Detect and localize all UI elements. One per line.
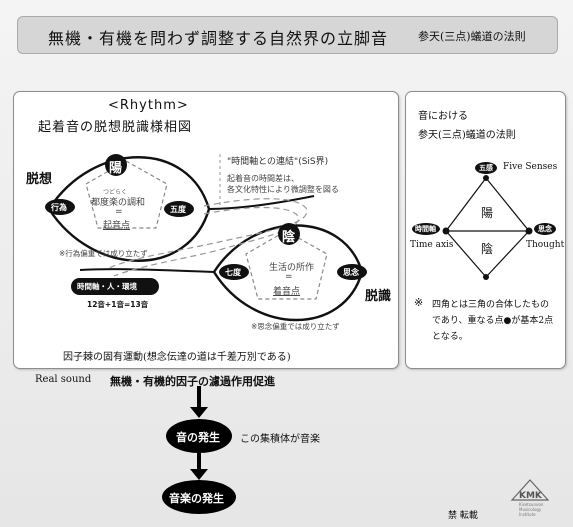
diamond-shape [445, 177, 530, 278]
kmk-logo-shape [510, 479, 550, 501]
real-sound-label: Real sound [35, 374, 92, 385]
upper-center-harmony: 都度楽の調和 [91, 198, 146, 208]
kmk-logo-sub-1: Kisetsunoon [519, 502, 544, 507]
rhythm-diagram-panel: <Rhythm> 起着音の脱想脱識様相図 脱想 脱識 陽 陰 行為 五度 七度 … [13, 91, 399, 369]
lower-center-life: 生活の所作 [269, 263, 315, 273]
yang-badge-circle [105, 154, 127, 176]
law-heading-1: 音における [418, 111, 468, 122]
five-senses-label: Five Senses [503, 162, 558, 172]
shinen-label: 思念 [343, 268, 359, 277]
time-link-label: "時間軸との連結"(SiS界) [227, 157, 329, 167]
goto-label: 五度 [170, 205, 186, 214]
node1-label: 音の発生 [176, 431, 220, 444]
node1-ellipse [166, 419, 232, 453]
diamond-yang: 陽 [481, 206, 494, 220]
goto-ellipse [164, 201, 194, 217]
left-badge-shape [412, 223, 440, 235]
axis-pill-label: 時間軸・人・環境 [77, 282, 137, 291]
node2-ellipse [162, 480, 236, 514]
upper-stem-line [208, 195, 315, 210]
yin-badge-text: 陰 [282, 230, 296, 245]
top-badge-text: 五感 [479, 164, 493, 172]
flow-arrow-2-head [190, 469, 208, 480]
connector-band-upper [108, 198, 308, 269]
kmk-logo-sub-3: Institute [519, 512, 536, 517]
left-vertex-dot [442, 227, 450, 235]
page-subtitle: 参天(三点)蟻道の法則 [418, 30, 526, 43]
upper-center-kion: 起音点 [103, 221, 131, 231]
nanado-label: 七度 [225, 268, 241, 277]
lower-center-eq: = [285, 272, 293, 282]
right-badge-shape [534, 223, 556, 235]
law-panel: 音における 参天(三点)蟻道の法則 五感 Five Senses 時間軸 Tim… [405, 91, 566, 369]
upper-ruby: つどらく [103, 189, 128, 196]
lower-center-chakuon: 着音点 [273, 287, 301, 297]
law-heading-2: 参天(三点)蟻道の法則 [418, 130, 516, 141]
flow-arrow-1-head [190, 407, 208, 418]
kmk-logo-sub-2: Musicology [519, 507, 542, 512]
upper-pentagon [85, 160, 168, 229]
flow-canvas [162, 386, 550, 514]
kmk-logo-text: KMK [519, 491, 542, 501]
yang-badge-text: 陽 [109, 161, 123, 176]
gyoui-label: 行為 [51, 203, 67, 212]
top-badge-shape [475, 162, 497, 174]
dassou-label: 脱想 [26, 172, 53, 187]
upper-center-eq: = [115, 207, 123, 217]
node2-label: 音楽の発生 [169, 492, 224, 505]
left-badge-text: 時間軸 [415, 225, 436, 233]
note-line-1: 四角とは三角の合体したもの [432, 300, 550, 310]
time-desc-line1: 起着音の時間差は、 [227, 174, 299, 183]
upper-note: ※行為偏重では成り立たず [59, 249, 148, 258]
diamond-yin: 陰 [481, 242, 494, 256]
bottom-caption: 因子棘の固有運動(想念伝達の道は千差万別である) [63, 352, 291, 363]
note-mark: ※ [414, 296, 424, 309]
diagram-title: 起着音の脱想脱識様相図 [38, 120, 193, 135]
rhythm-diagram-canvas [45, 154, 367, 322]
time-axis-label: Time axis [410, 240, 454, 250]
right-vertex-dot [525, 227, 533, 235]
law-diagram-canvas [412, 162, 556, 280]
top-vertex-dot [483, 175, 489, 181]
process-title: 無機・有機的因子の濾過作用促進 [110, 375, 275, 388]
thought-label: Thought [526, 240, 565, 250]
yin-badge-circle [278, 223, 300, 245]
node1-note: この集積体が音楽 [240, 434, 320, 445]
rhythm-label: <Rhythm> [108, 98, 189, 113]
gyoui-ellipse [45, 199, 75, 215]
axis-pill-shape [71, 278, 159, 295]
shinen-ellipse [337, 264, 367, 280]
page-title: 無機・有機を問わず調整する自然界の立脚音 [48, 29, 389, 48]
header-banner: 無機・有機を問わず調整する自然界の立脚音 参天(三点)蟻道の法則 [17, 16, 558, 54]
right-badge-text: 思念 [538, 225, 552, 233]
time-desc-line2: 各文化特性により微調整を図る [227, 185, 339, 194]
dasshiki-label: 脱識 [365, 289, 392, 304]
lower-pentagon [245, 230, 328, 300]
note-line-3: となる。 [432, 332, 468, 342]
lower-stem-line [79, 268, 215, 273]
bottom-vertex-dot [483, 274, 489, 280]
lower-note: ※思念偏重では成り立たず [251, 322, 340, 331]
tone-count: 12音+1音=13音 [87, 300, 149, 309]
note-line-2: であり、重なる点●が基本2点 [432, 316, 554, 326]
nanado-ellipse [219, 264, 249, 280]
no-reprint-notice: 禁 転載 [448, 511, 478, 521]
